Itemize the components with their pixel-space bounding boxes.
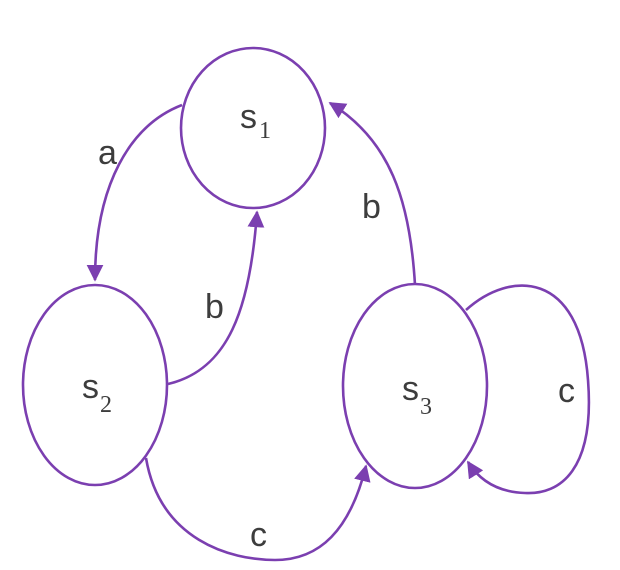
edge-label-s2-s1: b [205, 288, 224, 326]
state-s2-subscript: 2 [100, 392, 112, 418]
edge-label-s2-s3: c [250, 516, 267, 554]
state-s3-letter: s [402, 370, 419, 408]
state-s1: s 1 [179, 46, 327, 210]
edge-s2-s3 [144, 457, 371, 562]
edge-label-s1-s2: a [98, 134, 117, 172]
edge-s3-s1 [328, 101, 417, 286]
state-s2-letter: s [82, 368, 99, 406]
state-s3-subscript: 3 [420, 394, 432, 420]
edge-s1-s2 [86, 103, 183, 282]
state-s1-subscript: 1 [259, 118, 271, 144]
state-s3: s 3 [341, 282, 489, 490]
state-s1-letter: s [240, 98, 257, 136]
edge-label-s3-s3: c [558, 372, 575, 410]
edge-s3-s3 [465, 284, 591, 495]
edge-s2-s1 [167, 210, 265, 386]
state-s2: s 2 [21, 283, 169, 487]
edge-label-s3-s1: b [362, 188, 381, 226]
